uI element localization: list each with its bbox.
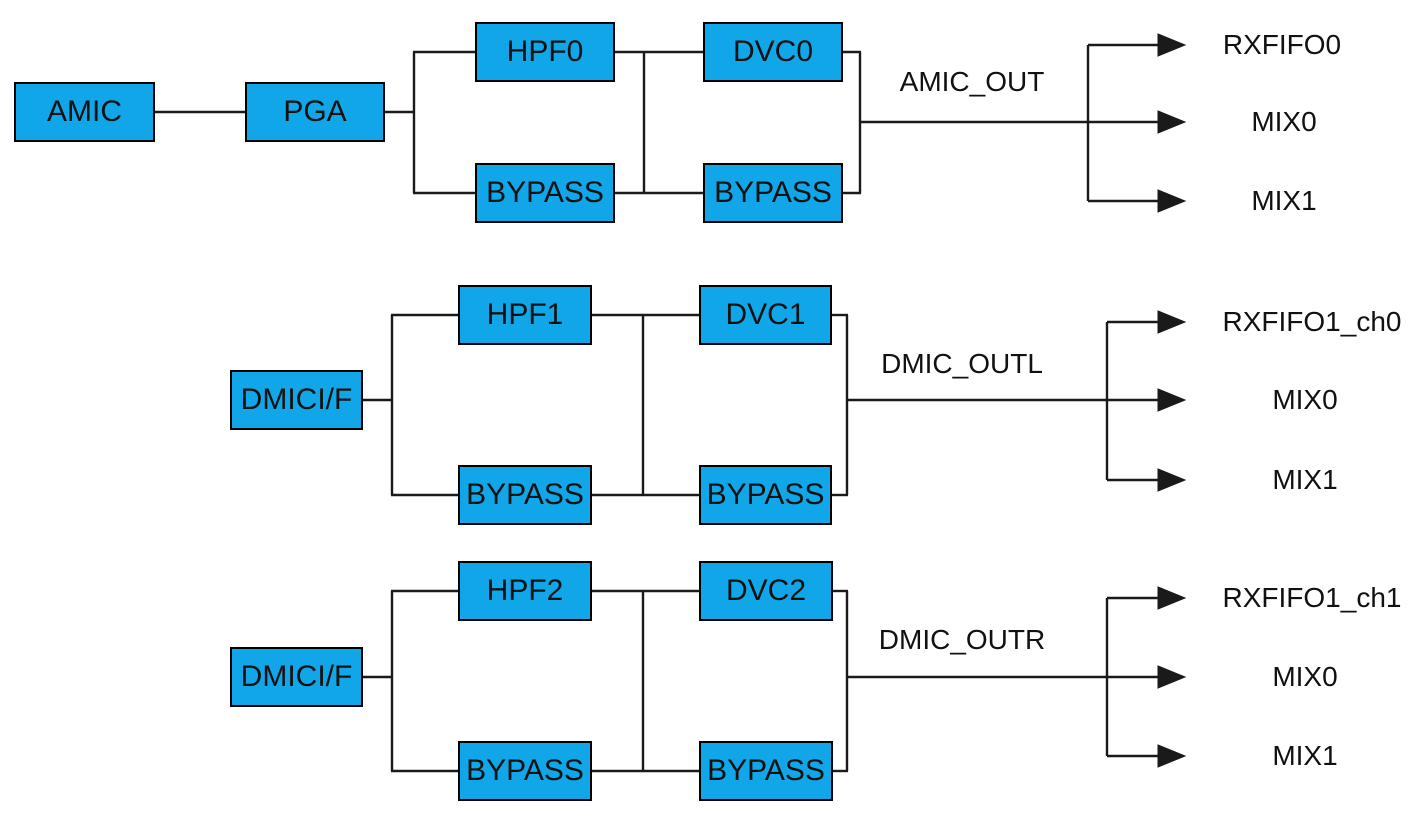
label-mix1-dmicl: MIX1	[1272, 464, 1338, 495]
node-bypass-hpf1: BYPASS	[458, 465, 592, 525]
node-hpf0: HPF0	[475, 22, 615, 82]
node-dmicif-left: DMICI/F	[230, 370, 363, 430]
label-rxfifo1-ch0: RXFIFO1_ch0	[1222, 306, 1402, 337]
dmic-left-path-wires	[363, 310, 1187, 497]
node-bypass-dvc2: BYPASS	[699, 741, 833, 801]
arrowhead-mix0-amic	[1157, 110, 1187, 134]
arrowhead-rxfifo1ch1	[1157, 586, 1187, 610]
arrowhead-mix1-amic	[1157, 189, 1187, 213]
amic-path-wires	[155, 33, 1187, 213]
node-dvc2: DVC2	[699, 561, 833, 621]
node-bypass-dvc1: BYPASS	[699, 465, 832, 525]
arrowhead-mix1-dmicr	[1157, 744, 1187, 768]
label-rxfifo1-ch1: RXFIFO1_ch1	[1222, 582, 1402, 613]
label-dmic-outl: DMIC_OUTL	[881, 348, 1043, 379]
label-rxfifo0: RXFIFO0	[1222, 29, 1342, 60]
node-dvc1: DVC1	[699, 285, 832, 345]
arrowhead-rxfifo0	[1157, 33, 1187, 57]
node-bypass-hpf2: BYPASS	[458, 741, 592, 801]
label-mix0-dmicr: MIX0	[1272, 661, 1338, 692]
arrowhead-mix0-dmicl	[1157, 388, 1187, 412]
arrowhead-rxfifo1ch0	[1157, 310, 1187, 334]
arrowhead-mix1-dmicl	[1157, 468, 1187, 492]
node-amic: AMIC	[14, 82, 155, 142]
label-mix1-amic: MIX1	[1251, 185, 1317, 216]
label-amic-out: AMIC_OUT	[899, 66, 1045, 97]
label-mix0-dmicl: MIX0	[1272, 384, 1338, 415]
arrowhead-mix0-dmicr	[1157, 665, 1187, 689]
dmic-right-path-wires	[363, 586, 1187, 773]
label-mix0-amic: MIX0	[1251, 106, 1317, 137]
node-bypass-dvc0: BYPASS	[703, 163, 843, 223]
label-mix1-dmicr: MIX1	[1272, 740, 1338, 771]
node-dvc0: DVC0	[703, 22, 843, 82]
node-dmicif-right: DMICI/F	[230, 647, 363, 707]
node-bypass-hpf0: BYPASS	[475, 163, 615, 223]
node-pga: PGA	[245, 82, 385, 142]
label-dmic-outr: DMIC_OUTR	[878, 624, 1046, 655]
node-hpf1: HPF1	[458, 285, 592, 345]
node-hpf2: HPF2	[458, 561, 592, 621]
